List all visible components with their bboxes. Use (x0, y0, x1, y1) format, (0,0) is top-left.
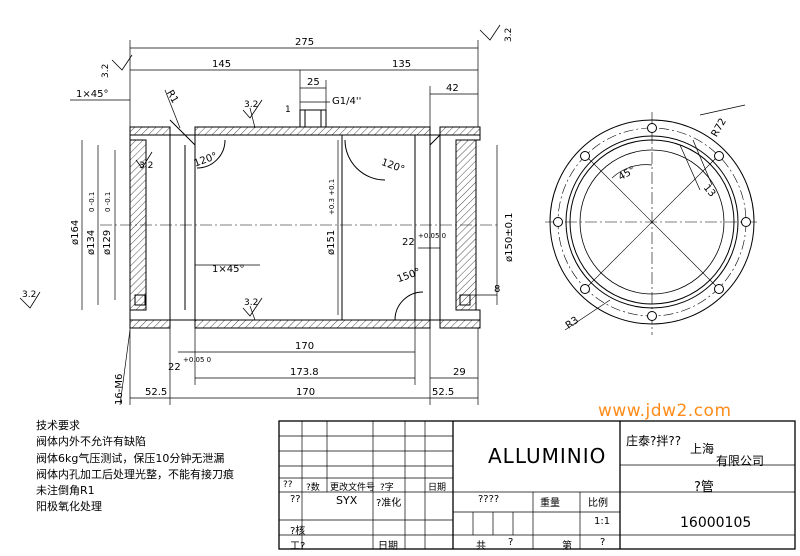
flange-bottom-right (439, 319, 481, 329)
designer-label: ?? (290, 494, 301, 505)
dim-170-inner: 170 (295, 341, 314, 352)
dim-1: 1 (285, 105, 291, 115)
tech-req-item: 阳极氧化处理 (36, 500, 102, 514)
rev-col-5: 日期 (428, 483, 447, 493)
flange-top-right (439, 126, 481, 136)
center-lines (100, 112, 760, 335)
bolt-hole (714, 151, 724, 161)
bolt-hole (714, 284, 724, 294)
standard-label: ?准化 (376, 498, 402, 509)
dim-dia-129: ø129 (102, 230, 113, 255)
total-label: 共 (476, 541, 486, 552)
bolt-hole (647, 123, 657, 133)
dim-52-5-right: 52.5 (432, 387, 454, 398)
company-name-part3: 有限公司 (716, 454, 765, 468)
material-label: ALLUMINIO (488, 444, 607, 468)
dim-dia-151: ø151 (326, 230, 337, 255)
dim-135: 135 (392, 59, 411, 70)
dim-dia-134-tol: 0 -0.1 (88, 192, 96, 212)
drawing-number: 16000105 (680, 515, 752, 531)
sheet-label: 第 (562, 541, 572, 552)
dim-dia-150: ø150±0.1 (504, 213, 515, 263)
dimension-lines (70, 40, 498, 406)
dim-r72: R72 (710, 117, 729, 140)
rev-col-2: ?数 (306, 483, 320, 493)
stage-label: ???? (478, 494, 500, 505)
dim-dia-129-tol: 0 -0.1 (104, 192, 112, 212)
title-block-grid (278, 420, 796, 550)
dim-8: 8 (494, 284, 500, 295)
scale-value: 1:1 (594, 516, 611, 527)
dim-22-left-tol: +0.05 0 (183, 356, 211, 364)
rev-col-1: ?? (283, 480, 293, 490)
tech-req-item: 阀体6kg气压测试，保压10分钟无泄漏 (36, 451, 225, 465)
dim-angle-150: 150° (396, 267, 422, 286)
process-label: 工? (290, 541, 306, 552)
bolt-hole (580, 284, 590, 294)
dim-145: 145 (212, 59, 231, 70)
dim-r1: R1 (164, 88, 180, 105)
dim-275: 275 (295, 37, 314, 48)
roughness-label-1: 3.2 (101, 64, 111, 78)
total-unit: ? (508, 537, 514, 548)
dim-thread: G1/4'' (332, 96, 361, 107)
sheet-unit: ? (600, 537, 606, 548)
watermark: www.jdw2.com (598, 401, 732, 421)
roughness-label-3: 3.2 (244, 100, 258, 110)
dim-dia-164: ø164 (70, 220, 81, 245)
dim-dia-134: ø134 (86, 230, 97, 255)
dim-52-5-left: 52.5 (145, 387, 167, 398)
roughness-label-2: 3.2 (504, 28, 514, 42)
flange-top-left (129, 126, 171, 136)
dim-chamfer-top: 1×45° (76, 89, 108, 100)
wall-top (194, 126, 431, 136)
bolt-holes (553, 123, 751, 321)
tech-req-item: 阀体内外不允许有缺陷 (36, 435, 146, 449)
technical-requirements: 技术要求 阀体内外不允许有缺陷 阀体6kg气压测试，保压10分钟无泄漏 阀体内孔… (36, 418, 276, 516)
tech-req-item: 未注倒角R1 (36, 484, 95, 498)
bolt-hole (741, 217, 751, 227)
tech-req-title: 技术要求 (36, 419, 80, 432)
dim-13: 13 (701, 183, 718, 200)
roughness-label-6: 3.2 (244, 298, 258, 308)
rev-col-4: ?字 (380, 483, 394, 493)
checker-label: ?核 (290, 526, 306, 537)
designer-name: SYX (336, 494, 358, 507)
weight-label: 重量 (540, 498, 560, 509)
dim-22-right: 22 (402, 237, 415, 248)
roughness-label-4: 3.2 (139, 161, 153, 171)
dim-chamfer-inner: 1×45° (212, 264, 244, 275)
part-name: ?管 (694, 480, 714, 495)
dim-angle-120-right: 120° (380, 157, 406, 176)
wall-bottom (194, 319, 431, 329)
dim-42: 42 (446, 83, 459, 94)
dim-dia-151-tol: +0.3 +0.1 (328, 179, 336, 215)
roughness-symbols (19, 24, 501, 317)
dim-22-right-tol: +0.05 0 (418, 232, 446, 240)
flange-bottom-left (129, 319, 171, 329)
dim-25: 25 (307, 77, 320, 88)
dim-173-8: 173.8 (290, 367, 319, 378)
rev-col-3: 更改文件号 (330, 483, 376, 493)
dim-m6: 16-M6 (114, 374, 125, 405)
dim-170-bottom: 170 (296, 387, 315, 398)
company-name-part1: 庄泰?拌?? (626, 434, 682, 448)
dim-angle-45: 45° (617, 165, 638, 183)
dim-22-left: 22 (168, 362, 181, 373)
roughness-label-5: 3.2 (22, 290, 36, 300)
scale-label: 比例 (588, 498, 608, 509)
date-label: 日期 (378, 541, 398, 552)
company-name-part2: 上海 (690, 442, 715, 456)
port-boss (299, 109, 327, 128)
dimension-texts: 275 145 135 25 G1/4'' 42 1×45° R1 120° 1… (22, 28, 515, 405)
section-view (129, 109, 481, 329)
bolt-hole (553, 217, 563, 227)
dim-29: 29 (453, 367, 466, 378)
tech-req-item: 阀体内孔加工后处理光整，不能有接刀痕 (36, 467, 234, 481)
bolt-hole (580, 151, 590, 161)
bolt-hole (647, 311, 657, 321)
end-view-texts: R72 R3 45° 13 (564, 117, 729, 332)
